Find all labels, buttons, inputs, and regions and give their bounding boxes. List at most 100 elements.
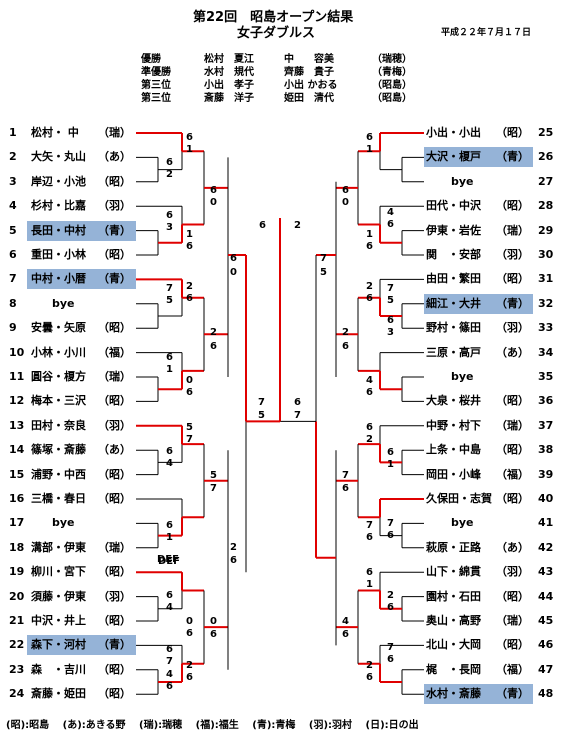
entry-number: 47: [538, 662, 554, 676]
entry-number: 1: [9, 126, 17, 139]
entry-club: （昭）: [98, 467, 131, 481]
match-score: 6: [387, 654, 394, 665]
entry-club: （福）: [98, 345, 131, 359]
match-score: 6: [230, 253, 237, 264]
result-club: （瑞穂）: [372, 54, 412, 65]
entry-number: 3: [9, 174, 17, 188]
result-player2: 中 容美: [284, 54, 334, 65]
highlight-box: [27, 635, 136, 656]
match-score: 6: [366, 241, 373, 252]
entry-name: 長田・中村: [31, 223, 86, 237]
entry-club: （昭）: [496, 638, 529, 652]
result-rank: 優勝: [141, 54, 161, 65]
entry-number: 8: [9, 296, 17, 310]
match-score: 6: [294, 397, 301, 408]
match-score: 7: [166, 656, 173, 667]
entry-name: 由田・繁田: [426, 272, 481, 286]
entry-name: 篠塚・斎藤: [31, 443, 86, 457]
final-score-right: 2: [294, 220, 301, 231]
entry-name: 久保田・志賀: [426, 492, 492, 505]
match-score: 1: [387, 459, 394, 470]
match-score: 7: [210, 483, 217, 494]
entry-club: （昭）: [98, 687, 131, 701]
match-score: 1: [166, 364, 173, 375]
result-player2: 姫田 清代: [284, 93, 334, 104]
entry-number: 13: [9, 418, 25, 432]
match-score: 0: [186, 375, 193, 386]
match-score: 6: [210, 185, 217, 196]
match-score: 3: [387, 327, 394, 338]
entry-name: 北山・大岡: [426, 638, 481, 652]
match-score: 6: [387, 530, 394, 541]
entry-club: （昭）: [496, 394, 529, 408]
entry-club: （昭）: [496, 443, 529, 457]
match-score: 6: [186, 241, 193, 252]
match-score: 0: [342, 197, 349, 208]
entry-club: （福）: [496, 662, 529, 676]
result-player2: 齊藤 貴子: [284, 67, 334, 78]
entry-number: 23: [9, 662, 25, 676]
match-score: 4: [166, 669, 173, 680]
entry-number: 25: [538, 126, 554, 139]
entry-club: （瑞）: [496, 223, 529, 237]
entry-number: 46: [538, 638, 554, 652]
entry-bye: bye: [451, 516, 474, 530]
entry-number: 15: [9, 467, 25, 481]
match-score: 6: [166, 520, 173, 531]
entry-number: 31: [538, 272, 554, 286]
entry-number: 10: [9, 345, 25, 359]
entry-name: 梅本・三沢: [31, 394, 86, 408]
match-score: 1: [186, 229, 193, 240]
entry-number: 24: [9, 687, 25, 701]
match-score: 6: [186, 628, 193, 639]
match-score: 6: [166, 681, 173, 692]
entry-name: 斎藤・姫田: [31, 687, 86, 701]
entry-number: 30: [538, 248, 554, 261]
entry-name: 岡田・小峰: [426, 467, 481, 481]
entry-number: 12: [9, 394, 25, 408]
entry-number: 26: [538, 150, 554, 164]
event-date: 平成２２年７月１７日: [441, 28, 532, 38]
result-club: （青梅）: [372, 67, 412, 78]
highlight-box: [424, 147, 533, 168]
match-score: 4: [342, 616, 349, 627]
match-score: 0: [210, 197, 217, 208]
match-score: 6: [230, 555, 237, 566]
match-score: 0: [210, 616, 217, 627]
match-score: 6: [366, 132, 373, 143]
result-player2: 小出 かおる: [284, 80, 338, 91]
match-score: 0: [230, 267, 237, 278]
entry-name: 三橋・春日: [31, 492, 86, 505]
match-score: 4: [166, 458, 173, 469]
entry-number: 41: [538, 516, 554, 530]
entry-club: （瑞）: [98, 540, 131, 554]
entry-club: （瑞）: [98, 370, 131, 383]
entry-bye: bye: [451, 370, 474, 383]
entry-club: （あ）: [98, 150, 131, 164]
match-score: 6: [186, 293, 193, 304]
entry-club: （昭）: [98, 492, 131, 505]
match-score: 7: [387, 642, 394, 653]
match-score: 5: [166, 295, 173, 306]
entry-club: （羽）: [98, 199, 131, 213]
entry-name: 森下・河村: [31, 638, 86, 652]
entry-number: 9: [9, 321, 17, 335]
entry-club: （瑞）: [98, 126, 131, 139]
entry-number: 36: [538, 394, 554, 408]
entry-number: 28: [538, 199, 554, 213]
highlight-box: [27, 220, 136, 241]
highlight-box: [424, 684, 533, 705]
match-score: 6: [210, 341, 217, 352]
entry-name: 上条・中島: [426, 443, 481, 457]
entry-number: 43: [538, 565, 554, 579]
entry-bye: bye: [52, 516, 75, 530]
entry-club: （福）: [496, 467, 529, 481]
entry-club: （青）: [98, 223, 131, 237]
entry-club: （昭）: [496, 492, 529, 505]
page-subtitle: 女子ダブルス: [237, 26, 316, 41]
club-legend: (昭):昭島 (あ):あきる野 (瑞):瑞穂 (福):福生 (青):青梅 (羽)…: [6, 720, 419, 731]
match-score: 6: [342, 483, 349, 494]
match-score: 5: [258, 410, 265, 421]
match-score: 1: [366, 144, 373, 155]
